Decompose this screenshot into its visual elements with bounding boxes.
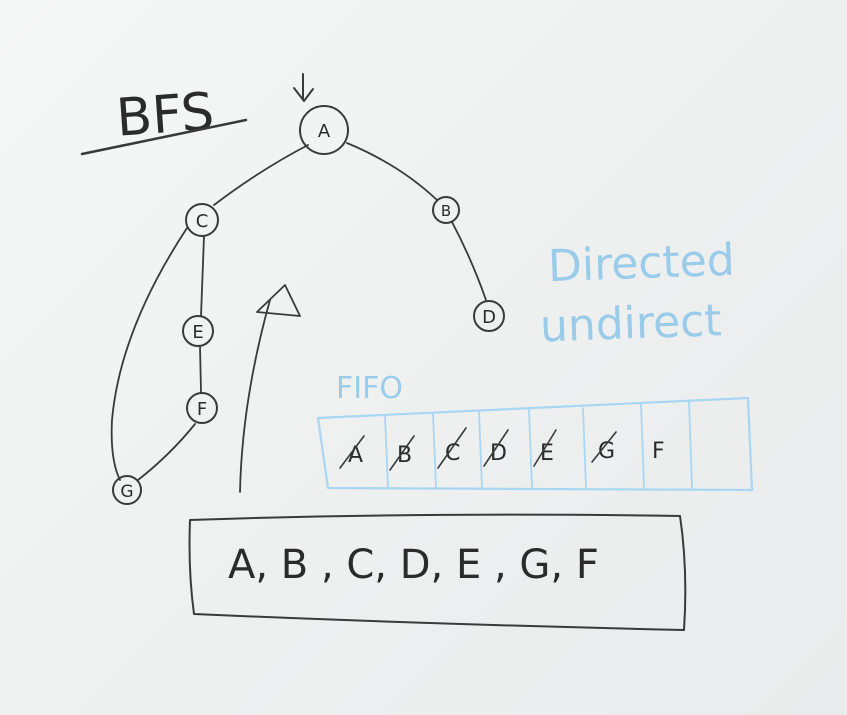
queue-box [316, 396, 754, 492]
edge-f-g [137, 423, 196, 481]
queue-strikethroughs [339, 427, 617, 471]
node-g-label: G [120, 482, 133, 502]
node-f-circle [186, 392, 218, 424]
delta-arrow [239, 284, 301, 493]
queue-cell-3: D [490, 441, 507, 466]
node-g: G [112, 475, 142, 505]
note-directed: Directed [547, 235, 735, 292]
queue-cell-1: B [397, 443, 412, 468]
node-g-circle [112, 475, 142, 505]
edge-a-b [346, 142, 438, 201]
node-a-circle [299, 105, 349, 155]
node-e: E [182, 315, 214, 347]
node-c: C [185, 203, 219, 237]
queue-cell-5: G [598, 439, 615, 464]
node-f: F [186, 392, 218, 424]
edge-e-f [199, 345, 202, 393]
node-c-label: C [196, 211, 209, 232]
queue-cell-0: A [348, 443, 363, 468]
node-f-label: F [197, 399, 207, 420]
node-e-circle [182, 315, 214, 347]
node-a-label: A [318, 121, 331, 142]
node-e-label: E [192, 322, 203, 343]
node-d: D [473, 300, 505, 332]
node-c-circle [185, 203, 219, 237]
note-undirected: undirect [539, 295, 722, 352]
fifo-queue: A B C D E G F [316, 396, 754, 492]
queue-cell-6: F [652, 439, 665, 464]
traversal-box-outline [188, 513, 687, 631]
edge-a-c [213, 144, 309, 206]
edge-c-e [200, 235, 205, 317]
queue-cell-2: C [445, 441, 460, 466]
edge-c-g [110, 227, 188, 481]
title-bfs: BFS [114, 82, 216, 149]
queue-cell-4: E [540, 441, 554, 466]
node-b-circle [432, 196, 460, 224]
node-b-label: B [441, 202, 451, 220]
queue-label: FIFO [336, 371, 403, 406]
node-a: A [299, 105, 349, 155]
node-d-label: D [482, 307, 496, 328]
title-underline [80, 118, 248, 156]
edge-b-d [451, 221, 487, 301]
queue-dividers [384, 401, 693, 489]
node-b: B [432, 196, 460, 224]
node-d-circle [473, 300, 505, 332]
traversal-box: A, B , C, D, E , G, F [188, 513, 687, 631]
start-arrow [293, 73, 314, 102]
traversal-result: A, B , C, D, E , G, F [228, 542, 599, 588]
